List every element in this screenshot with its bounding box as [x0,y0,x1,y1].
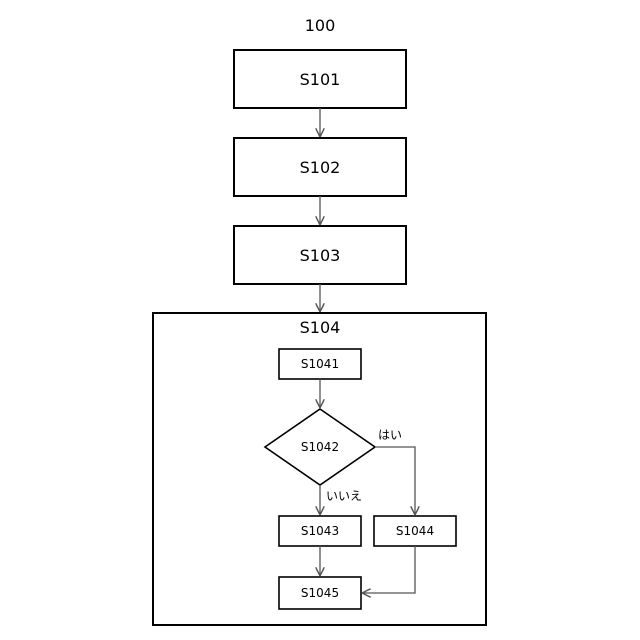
step-s1044: S1044 [374,516,456,546]
step-s1045: S1045 [279,577,361,609]
step-s1041-label: S1041 [301,357,339,371]
step-s1043-label: S1043 [301,524,339,538]
branch-no-label: いいえ [326,489,362,503]
step-s1043: S1043 [279,516,361,546]
step-s101-label: S101 [300,70,341,89]
step-s102: S102 [234,138,406,196]
decision-s1042-label: S1042 [301,440,339,454]
step-s1044-label: S1044 [396,524,434,538]
branch-yes-label: はい [378,428,402,442]
step-s103: S103 [234,226,406,284]
step-s103-label: S103 [300,246,341,265]
diagram-title: 100 [305,16,336,35]
step-s101: S101 [234,50,406,108]
step-s1041: S1041 [279,349,361,379]
step-s102-label: S102 [300,158,341,177]
step-s104-label: S104 [300,318,341,337]
step-s1045-label: S1045 [301,586,339,600]
